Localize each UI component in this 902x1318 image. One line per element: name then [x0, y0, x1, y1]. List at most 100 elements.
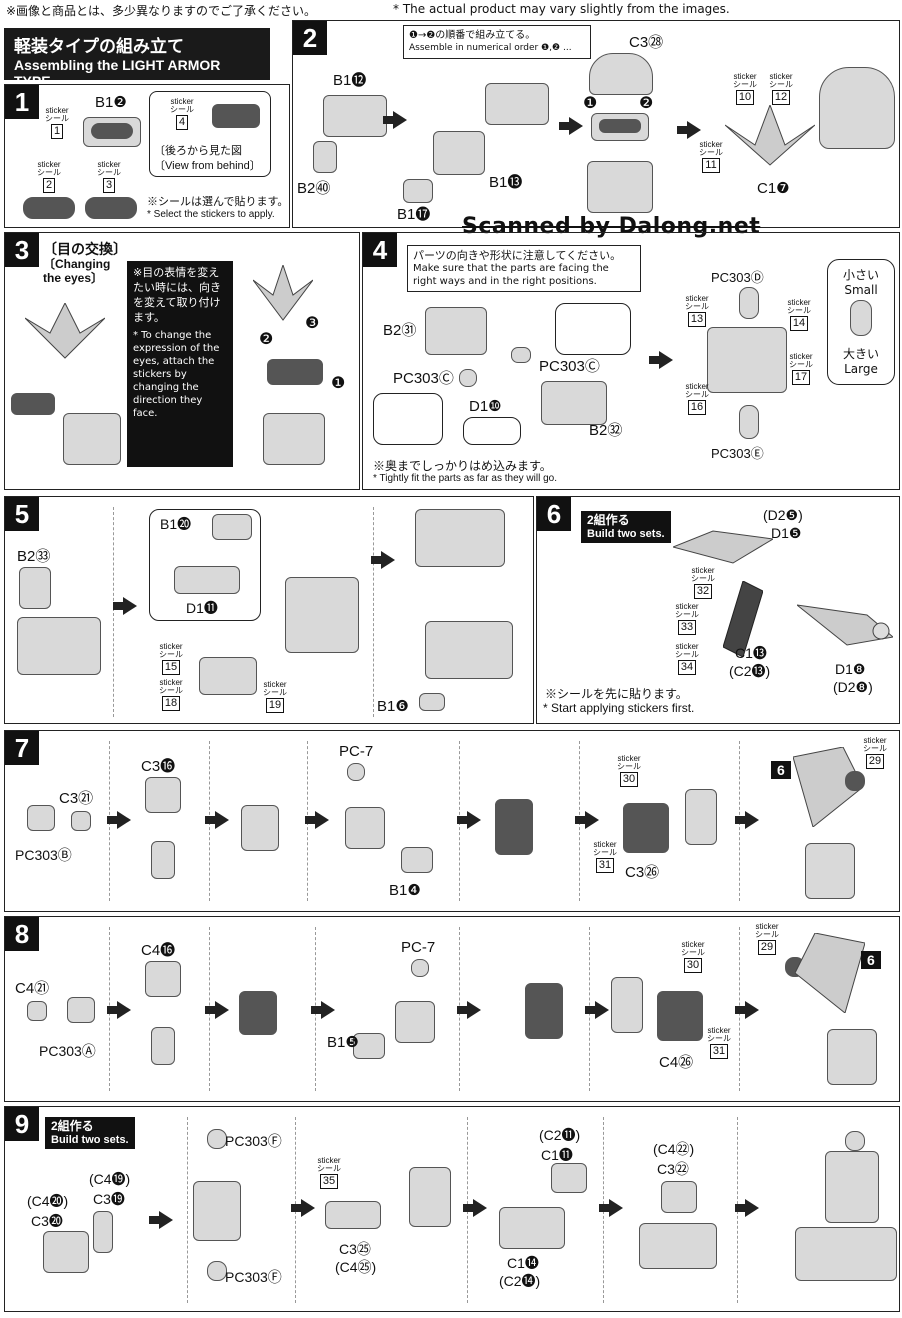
foot-part: [499, 1207, 565, 1249]
flow-arrow: [371, 551, 395, 569]
build-two-en: Build two sets.: [587, 528, 665, 540]
ref-step-badge: 6: [861, 951, 881, 969]
arm-part: [611, 977, 643, 1033]
hand-part: [401, 847, 433, 873]
eye-part: [267, 359, 323, 385]
flow-arrow: [457, 1001, 481, 1019]
part-label: B2㉛: [383, 322, 417, 339]
foot-part: [661, 1181, 697, 1213]
small-part: [403, 179, 433, 203]
pc-part: [347, 763, 365, 781]
part-label: B1⓱: [397, 206, 431, 223]
flow-arrow: [735, 1001, 759, 1019]
detail-callout: B1⓴ D1⓫: [149, 509, 261, 621]
fit-note-en: * Tightly fit the parts as far as they w…: [373, 473, 557, 484]
front-part: [433, 131, 485, 175]
order-note-jp: ❶→❷の順番で組み立てる。: [409, 30, 536, 41]
order-note-en: Assemble in numerical order ❶,❷ ...: [409, 43, 572, 53]
part-label: B1❹: [389, 882, 421, 899]
flow-arrow: [107, 1001, 131, 1019]
body-part: [485, 83, 549, 125]
step3-title-en: 〔Changing the eyes〕: [43, 257, 111, 285]
part-label: (C2⓮): [499, 1273, 541, 1289]
flow-arrow: [599, 1199, 623, 1217]
orientation-note-jp: パーツの向きや形状に注意してください。: [413, 249, 622, 262]
foot-part: [639, 1223, 717, 1269]
step-number: 6: [537, 497, 571, 531]
part-label: PC303Ⓕ: [225, 1133, 282, 1149]
body-part: [587, 161, 653, 213]
pc-part: [411, 959, 429, 977]
eye-part: [11, 393, 55, 415]
pc-part: [845, 771, 865, 791]
step1-note-en: * Select the stickers to apply.: [147, 209, 275, 220]
part-label: B1❻: [377, 698, 409, 715]
divider: [373, 507, 374, 717]
helmet-part: [819, 67, 895, 149]
wing-part: [795, 933, 865, 1013]
eye-part-behind: [212, 104, 260, 128]
build-two-jp: 2組作る: [587, 513, 630, 527]
part-label: PC303Ⓓ: [711, 270, 764, 285]
shoulder-part: [145, 777, 181, 813]
step-3-panel: 3 〔目の交換〕 〔Changing the eyes〕 ※目の表情を変えたい時…: [4, 232, 360, 490]
order-number: ❸: [305, 315, 320, 332]
leg-part: [199, 657, 257, 695]
step-9-panel: 9 2組作る Build two sets. (C4⓳) C3⓳ (C4⓴) C…: [4, 1106, 900, 1312]
flow-arrow: [559, 117, 583, 135]
part-label: C3㉕: [339, 1241, 371, 1257]
large-en: Large: [844, 362, 878, 376]
flow-arrow: [205, 1001, 229, 1019]
flow-arrow: [107, 811, 131, 829]
step6-note-en: * Start applying stickers first.: [543, 701, 695, 715]
part-label: B2㊵: [297, 180, 331, 197]
arm-part: [395, 1001, 435, 1043]
flow-arrow: [205, 811, 229, 829]
joint-part: [151, 841, 175, 879]
flow-arrow: [735, 811, 759, 829]
part-label: B1⓬: [333, 72, 367, 89]
shield-part: [623, 803, 669, 853]
body-part: [17, 617, 101, 675]
eye-part: [599, 119, 641, 133]
small-part: [313, 141, 337, 173]
step-number: 9: [5, 1107, 39, 1141]
helmet-part: [589, 53, 653, 95]
part-label: C3㉖: [625, 864, 660, 881]
step-number: 1: [5, 85, 39, 119]
small-part: [27, 805, 55, 831]
part-label: (C4⓳): [89, 1171, 131, 1187]
part-label: PC-7: [401, 939, 436, 956]
body-part: [323, 95, 387, 137]
wing-part: [797, 604, 893, 646]
body-part: [263, 413, 325, 465]
part-label: C3⓳: [93, 1191, 125, 1207]
detail-callout: [373, 393, 443, 445]
small-part: [419, 693, 445, 711]
part-label: (D2❽): [833, 679, 873, 695]
body-part: [415, 509, 505, 567]
build-two-jp: 2組作る: [51, 1119, 94, 1133]
pc-part: [511, 347, 531, 363]
order-number: ❶: [331, 375, 346, 392]
header-en-notice: * The actual product may vary slightly f…: [393, 2, 730, 16]
crest-part: [25, 303, 105, 359]
part-label: C4⓰: [141, 942, 176, 959]
flow-arrow: [305, 811, 329, 829]
arm-part: [685, 789, 717, 845]
part-label: B1⓴: [160, 516, 192, 532]
leg-part: [193, 1181, 241, 1241]
joint-part: [151, 1027, 175, 1065]
arm-part: [805, 843, 855, 899]
wing-part: [793, 747, 863, 827]
shield-part: [657, 991, 703, 1041]
